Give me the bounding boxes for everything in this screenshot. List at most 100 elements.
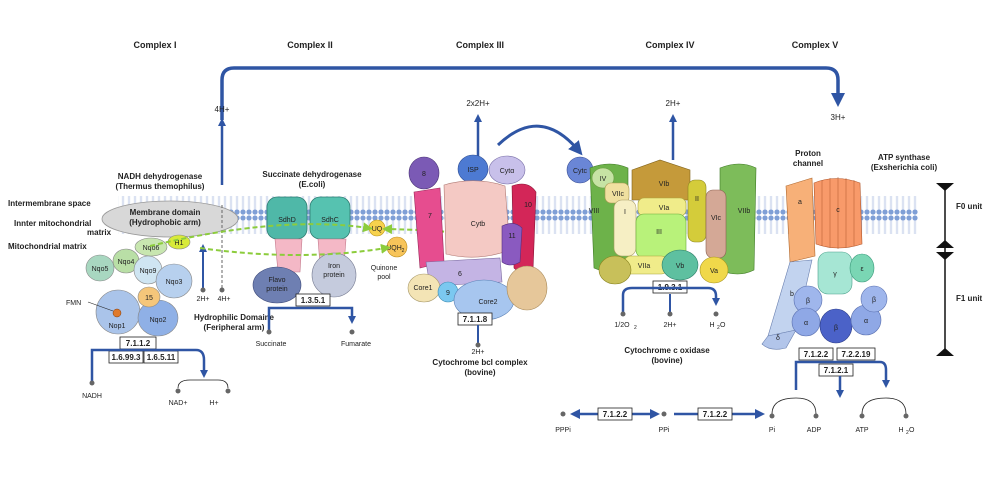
- inner-membrane-label-2: matrix: [87, 228, 112, 237]
- complex-i-proton-in-2: 4H+: [217, 296, 230, 303]
- subunit-iv: [591, 167, 615, 189]
- subunit-sdhc-label: SdhC: [321, 217, 339, 224]
- ec-1-3-5-1: 1.3.5.1: [301, 296, 326, 305]
- subunit-cytb-label: Cytb: [471, 221, 486, 228]
- subunit-viic-label: VIIc: [612, 191, 625, 198]
- complex-iii-proton-in: 2H+: [471, 349, 484, 356]
- cytochrome-c-transfer-arrow: [496, 124, 583, 156]
- subunit-nqo4-label: Nqo4: [118, 259, 135, 266]
- subunit-alpha-right-label: α: [864, 318, 868, 325]
- pi-adp-split: [771, 397, 817, 415]
- subunit-vic-label: VIc: [711, 215, 722, 222]
- succinate-reaction-arrow: [267, 306, 356, 330]
- ubiquinol-subscript: 2: [402, 248, 405, 254]
- ec-box: [798, 347, 834, 361]
- subunit-10-label: 10: [524, 202, 532, 209]
- subunit-vic: [705, 189, 727, 259]
- ec-box: [457, 312, 493, 326]
- pi-dot: [769, 413, 775, 419]
- ubiquinone-label: UQ: [372, 226, 383, 233]
- subunit-vib: [631, 159, 691, 201]
- ec-7-1-2-1: 7.1.2.1: [824, 366, 849, 375]
- atp-dot: [859, 413, 865, 419]
- ec-7-2-2-19: 7.2.2.19: [842, 350, 871, 359]
- complex-i-proton-label: 4H+: [215, 105, 230, 114]
- ec-box: [836, 347, 876, 361]
- pppi-label: PPPi: [555, 427, 571, 434]
- ppi-label: PPi: [659, 427, 670, 434]
- complex-iii-proton-label: 2x2H+: [466, 99, 490, 108]
- subunit-9-label: 9: [446, 290, 450, 297]
- subunit-core1-label: Core1: [413, 285, 432, 292]
- subunit-vb: [661, 249, 699, 281]
- subunit-7-label: 7: [428, 213, 432, 220]
- mitochondrial-matrix-label: Mitochondrial matrix: [8, 242, 87, 251]
- oxygen-label: 1/2O: [614, 322, 630, 329]
- water-label: H: [898, 427, 903, 434]
- subunit-iii-label: III: [656, 229, 662, 236]
- proton-circuit-arrow: [220, 66, 845, 120]
- cytochrome-c-label: Cytc: [573, 168, 588, 175]
- h-label: H+: [209, 400, 218, 407]
- proton-channel-label: Proton: [795, 149, 821, 158]
- subunit-cyt-alpha: [488, 155, 526, 185]
- pppi-dot: [560, 411, 566, 417]
- scale-tick: [936, 348, 954, 356]
- complex-i-name: NADH dehydrogenase: [118, 172, 203, 181]
- subunit-viia-label: VIIa: [638, 263, 651, 270]
- proton-dot: [219, 287, 225, 293]
- subunit-b-label: b: [790, 291, 794, 298]
- ec-box: [597, 407, 633, 421]
- subunit-nqo6: [134, 237, 168, 257]
- subunit-via-label: VIa: [659, 205, 670, 212]
- adp-label: ADP: [807, 427, 822, 434]
- atp-synthase-organism: (Exsherichia coli): [871, 163, 938, 172]
- oxygen-reaction-arrow: [621, 286, 720, 312]
- nadh-label: NADH: [82, 393, 102, 400]
- water-dot: [713, 311, 719, 317]
- complex-iv-header: Complex IV: [645, 40, 694, 50]
- fmn-label: FMN: [66, 300, 81, 307]
- proton-dot: [475, 342, 481, 348]
- subunit-nqo3-label: Nqo3: [166, 279, 183, 286]
- membrane-domain-label: Membrane domain: [130, 208, 201, 217]
- subunit-nqo9-label: Nqo9: [140, 268, 157, 275]
- subunit-15-label: 15: [145, 295, 153, 302]
- hydrophilic-domain-label: Hydrophilic Domaine: [194, 313, 275, 322]
- subunit-va-label: Va: [710, 268, 718, 275]
- flavoprotein-label: Flavo: [268, 277, 285, 284]
- water-label: H: [709, 322, 714, 329]
- complex-iii-header: Complex III: [456, 40, 504, 50]
- flavoprotein-sublabel: protein: [266, 286, 288, 293]
- scale-tick: [936, 252, 954, 260]
- complex-iv-name: Cytochrome c oxidase: [624, 346, 710, 355]
- subunit-gamma-label: γ: [833, 271, 837, 278]
- complex-v-header: Complex V: [792, 40, 839, 50]
- iron-protein-label: Iron: [328, 263, 340, 270]
- subunit-beta-label: β: [806, 298, 810, 305]
- complex-i-organism: (Thermus themophilus): [116, 182, 205, 191]
- complex-iv-organism: (bovine): [651, 356, 682, 365]
- complex-ii-name: Succinate dehydrogenase: [262, 170, 362, 179]
- atp-synthesis-arrow: [794, 360, 890, 390]
- complex-ii-header: Complex II: [287, 40, 333, 50]
- complex-v-proton-label: 3H+: [831, 113, 846, 122]
- ec-7-1-2-2-bottom-1: 7.1.2.2: [603, 410, 628, 419]
- subunit-epsilon-label: ε: [860, 266, 863, 273]
- ec-1-6-5-11: 1.6.5.11: [147, 353, 176, 362]
- fumarate-dot: [349, 329, 355, 335]
- water-subscript: 2: [717, 325, 720, 331]
- proton-dot: [200, 287, 206, 293]
- subunit-a: [785, 177, 816, 263]
- subunit-h1-label: H1: [175, 240, 184, 247]
- subunit-viii-label: VIII: [589, 208, 600, 215]
- ppi-dot: [661, 411, 667, 417]
- subunit-vib-label: VIb: [659, 181, 670, 188]
- subunit-c-label: c: [836, 207, 840, 214]
- f1-unit-label: F1 unit: [956, 294, 983, 303]
- iron-protein-sublabel: protein: [323, 272, 345, 279]
- ec-7-1-2-2: 7.1.2.2: [804, 350, 829, 359]
- subunit-beta-right-label: β: [872, 297, 876, 304]
